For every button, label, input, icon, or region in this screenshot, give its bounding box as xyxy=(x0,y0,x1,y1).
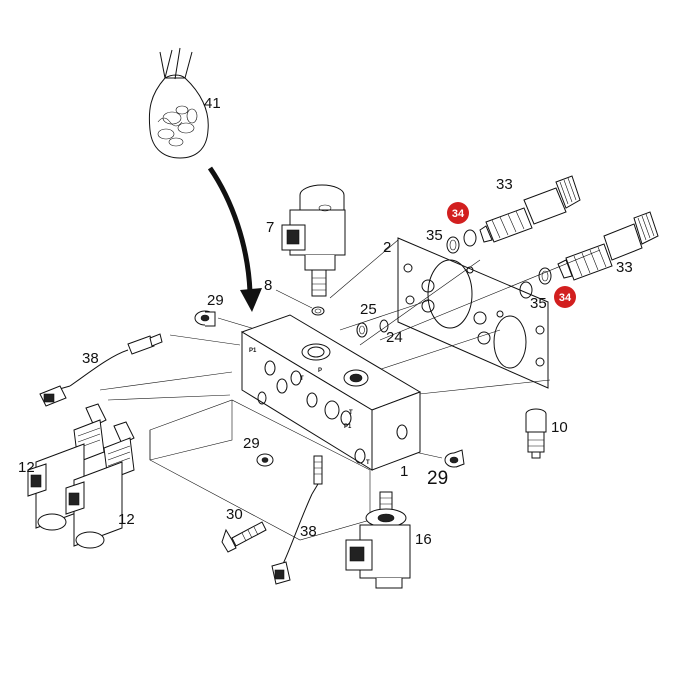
callout-12-left: 12 xyxy=(18,459,35,476)
callout-33-right: 33 xyxy=(616,259,633,276)
ring-part-25[interactable] xyxy=(356,322,368,338)
callout-25: 25 xyxy=(360,301,377,318)
badge-34-top[interactable]: 34 xyxy=(447,202,469,224)
ring-part-35-right[interactable] xyxy=(538,267,552,285)
port-mark-p: P xyxy=(318,368,322,374)
bolt-part-30[interactable] xyxy=(221,521,267,553)
cable-part-38-top[interactable] xyxy=(39,333,163,407)
callout-33-top: 33 xyxy=(496,176,513,193)
cable-part-38-bottom[interactable] xyxy=(271,455,323,585)
callout-2: 2 xyxy=(383,239,391,256)
plug-part-29-middle[interactable] xyxy=(256,453,274,467)
callout-12-right: 12 xyxy=(118,511,135,528)
seal-kit-bag-part-41[interactable] xyxy=(148,47,209,159)
ring-part-35-top[interactable] xyxy=(446,236,460,254)
valve-block-part-1[interactable] xyxy=(149,314,422,541)
badge-34-right[interactable]: 34 xyxy=(554,286,576,308)
badge-34-right-label: 34 xyxy=(559,292,572,304)
callout-35-top: 35 xyxy=(426,227,443,244)
solenoid-coil-part-12-right[interactable] xyxy=(65,421,135,549)
port-mark-t-top: T xyxy=(300,376,304,382)
callout-8: 8 xyxy=(264,277,272,294)
callout-1: 1 xyxy=(400,463,408,480)
port-mark-t-bottom: T xyxy=(366,460,370,466)
callout-16: 16 xyxy=(415,531,432,548)
port-mark-p1-front: P1 xyxy=(344,424,352,430)
callout-29-right: 29 xyxy=(427,468,448,489)
callout-38-top: 38 xyxy=(82,350,99,367)
callout-10: 10 xyxy=(551,419,568,436)
valve-part-10[interactable] xyxy=(525,408,547,459)
callout-29-top: 29 xyxy=(207,292,224,309)
cartridge-valve-part-33-right[interactable] xyxy=(557,211,659,281)
o-ring-part-8[interactable] xyxy=(311,306,325,316)
callout-7: 7 xyxy=(266,219,274,236)
plug-part-29-right[interactable] xyxy=(444,449,465,468)
badge-34-top-label: 34 xyxy=(452,208,465,220)
solenoid-valve-part-7[interactable] xyxy=(281,184,346,297)
assembly-arrow xyxy=(207,166,262,312)
solenoid-valve-part-16[interactable] xyxy=(345,491,411,589)
port-mark-t-front: T xyxy=(349,410,353,416)
callout-35-right: 35 xyxy=(530,295,547,312)
callout-41: 41 xyxy=(204,95,221,112)
seal-part-34-top[interactable] xyxy=(463,229,477,247)
gasket-plate-part-2[interactable] xyxy=(397,237,549,389)
ring-part-24[interactable] xyxy=(379,319,389,333)
port-mark-p1-top: P1 xyxy=(249,348,257,354)
leader-8 xyxy=(275,289,313,309)
cartridge-valve-part-33-top[interactable] xyxy=(479,175,581,243)
callout-24: 24 xyxy=(386,329,403,346)
plug-part-29-top[interactable] xyxy=(194,310,216,327)
callout-29-middle: 29 xyxy=(243,435,260,452)
callout-38-bottom: 38 xyxy=(300,523,317,540)
callout-30: 30 xyxy=(226,506,243,523)
seal-part-34-right[interactable] xyxy=(519,281,533,299)
